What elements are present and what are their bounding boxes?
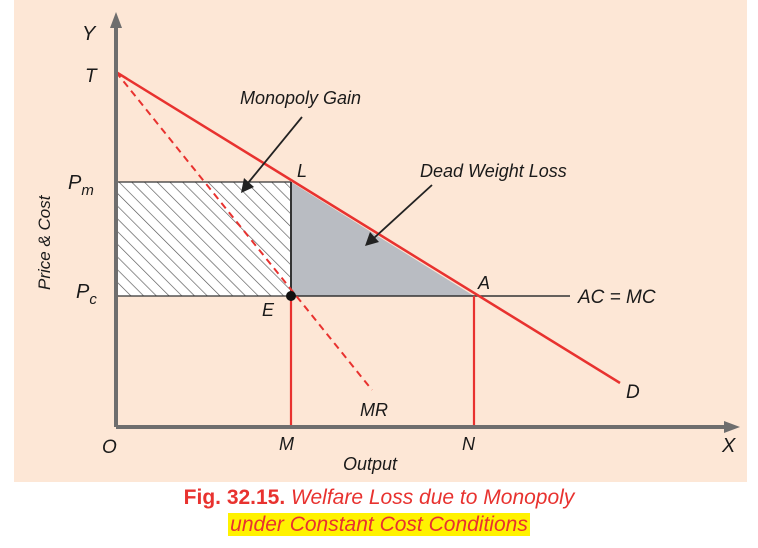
pc-label: Pc [76,281,97,308]
figure-title-line-2: under Constant Cost Conditions [228,513,530,536]
monopoly-gain-label: Monopoly Gain [240,88,361,108]
demand-curve [115,70,621,385]
n-label: N [462,434,476,454]
monopoly-gain-arrowhead [241,178,254,193]
origin-label: O [102,437,117,458]
m-label: M [279,434,294,454]
y-axis-label: Y [82,23,97,45]
a-label: A [477,273,490,293]
pm-label: Pm [68,172,94,199]
point-e-marker [286,291,296,301]
d-label: D [626,382,640,403]
l-label: L [297,161,307,181]
dead-weight-loss-arrowhead [365,232,379,246]
y-axis-arrow [110,12,122,28]
caption-line-1: Fig. 32.15. Welfare Loss due to Monopoly [0,484,758,511]
monopoly-gain-area [116,182,291,296]
mr-curve [115,71,373,391]
x-axis-label: X [721,435,736,457]
monopoly-gain-arrow [247,116,303,184]
dead-weight-loss-area [291,182,474,296]
dead-weight-loss-arrow [373,184,433,239]
mr-label: MR [360,400,388,420]
dead-weight-loss-label: Dead Weight Loss [420,161,567,181]
caption-line-2: under Constant Cost Conditions [0,511,758,538]
e-label: E [262,300,275,320]
figure-title-line-1: Welfare Loss due to Monopoly [291,486,575,509]
t-label: T [85,66,98,87]
ac-mc-label: AC = MC [577,287,656,308]
figure-number: Fig. 32.15. [183,486,286,509]
y-axis-title: Price & Cost [35,194,54,290]
x-axis-arrow [724,421,740,433]
x-axis-title: Output [343,454,398,474]
